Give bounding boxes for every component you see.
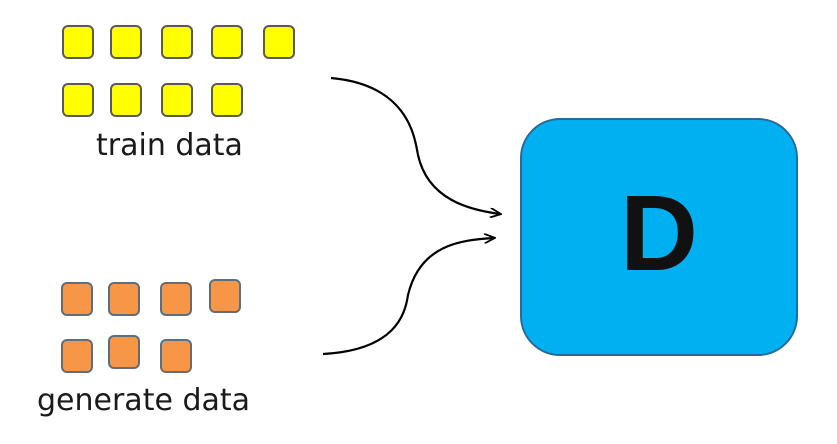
generate-to-d-arrow: [322, 238, 494, 356]
train-data-square: [110, 25, 142, 59]
train-data-square: [62, 83, 94, 117]
train-data-square: [62, 25, 94, 59]
train-data-square: [110, 83, 142, 117]
generate-data-square: [108, 282, 140, 316]
train-data-label: train data: [96, 128, 243, 163]
generate-data-square: [209, 279, 241, 313]
train-data-square: [211, 83, 243, 117]
generate-data-square: [61, 282, 93, 316]
discriminator-box: D: [520, 118, 798, 356]
generate-data-label: generate data: [37, 383, 251, 418]
train-to-d-arrow: [330, 76, 500, 214]
generate-data-square: [160, 282, 192, 316]
train-data-square: [161, 83, 193, 117]
generate-data-square: [160, 339, 192, 373]
discriminator-label: D: [620, 172, 698, 293]
train-data-square: [263, 25, 295, 59]
train-data-square: [211, 25, 243, 59]
generate-data-square: [61, 339, 93, 373]
train-data-square: [161, 25, 193, 59]
generate-data-square: [108, 335, 140, 369]
